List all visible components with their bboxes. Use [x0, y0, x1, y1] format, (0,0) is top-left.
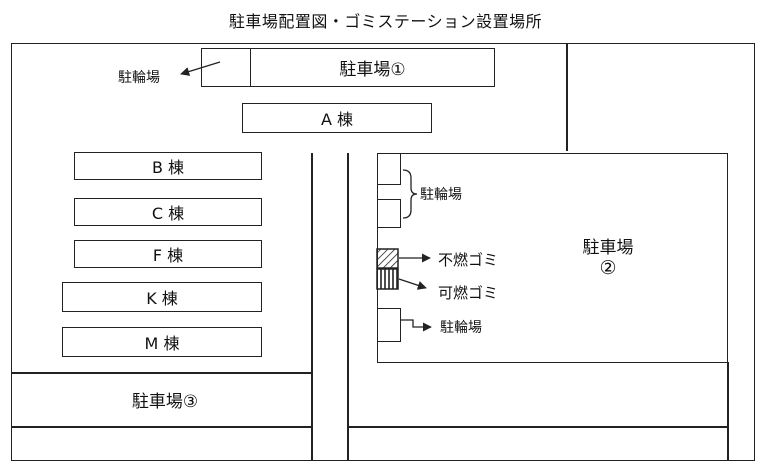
bike-top-arrow-icon	[180, 61, 221, 76]
bike-lower-arrow-icon	[401, 319, 432, 332]
bike-parking-right-upper-box-1	[377, 153, 401, 185]
bike-parking-right-lower-box	[377, 308, 401, 342]
parking-lot-3-label: 駐車場③	[131, 391, 199, 412]
building-k	[62, 282, 262, 312]
building-k-label: K 棟	[146, 289, 178, 308]
building-a-label: A 棟	[320, 110, 354, 129]
building-c	[74, 198, 262, 226]
parking-lot-2-label-line1: 駐車場	[582, 237, 634, 258]
burnable-garbage-box	[376, 268, 399, 290]
building-b	[74, 152, 262, 180]
burnable-arrow-icon	[398, 278, 427, 290]
lower-right-line	[347, 426, 728, 428]
map-title: 駐車場配置図・ゴミステーション設置場所	[228, 12, 543, 31]
building-a	[242, 103, 432, 133]
non-burnable-garbage-label: 不燃ゴミ	[438, 250, 499, 269]
parking-lot-2-label-line2: ②	[599, 257, 617, 279]
building-b-label: B 棟	[151, 158, 185, 177]
bike-parking-right-lower-label: 駐輪場	[440, 320, 482, 336]
bike-brace-icon	[402, 169, 418, 219]
lower-left-line-1	[11, 372, 311, 374]
right-divider-vertical	[566, 43, 568, 151]
bike-parking-right-upper-box-2	[377, 199, 401, 228]
road-line-right	[347, 153, 349, 461]
parking-lot-1-label: 駐車場①	[339, 60, 406, 80]
building-f	[74, 240, 262, 268]
bike-parking-right-upper-label: 駐輪場	[420, 187, 462, 203]
building-m	[62, 327, 262, 357]
non-burnable-garbage-box	[376, 248, 399, 269]
building-m-label: M 棟	[144, 334, 180, 353]
right-divider-lower	[727, 362, 729, 461]
bike-parking-top-label: 駐輪場	[118, 70, 160, 86]
parking-lot-2	[377, 153, 728, 363]
road-line-left	[311, 153, 313, 461]
lower-left-line-2	[11, 426, 311, 428]
building-c-label: C 棟	[151, 204, 185, 223]
burnable-garbage-label: 可燃ゴミ	[438, 283, 499, 302]
building-f-label: F 棟	[152, 246, 184, 265]
parking-lot-1	[250, 48, 495, 87]
